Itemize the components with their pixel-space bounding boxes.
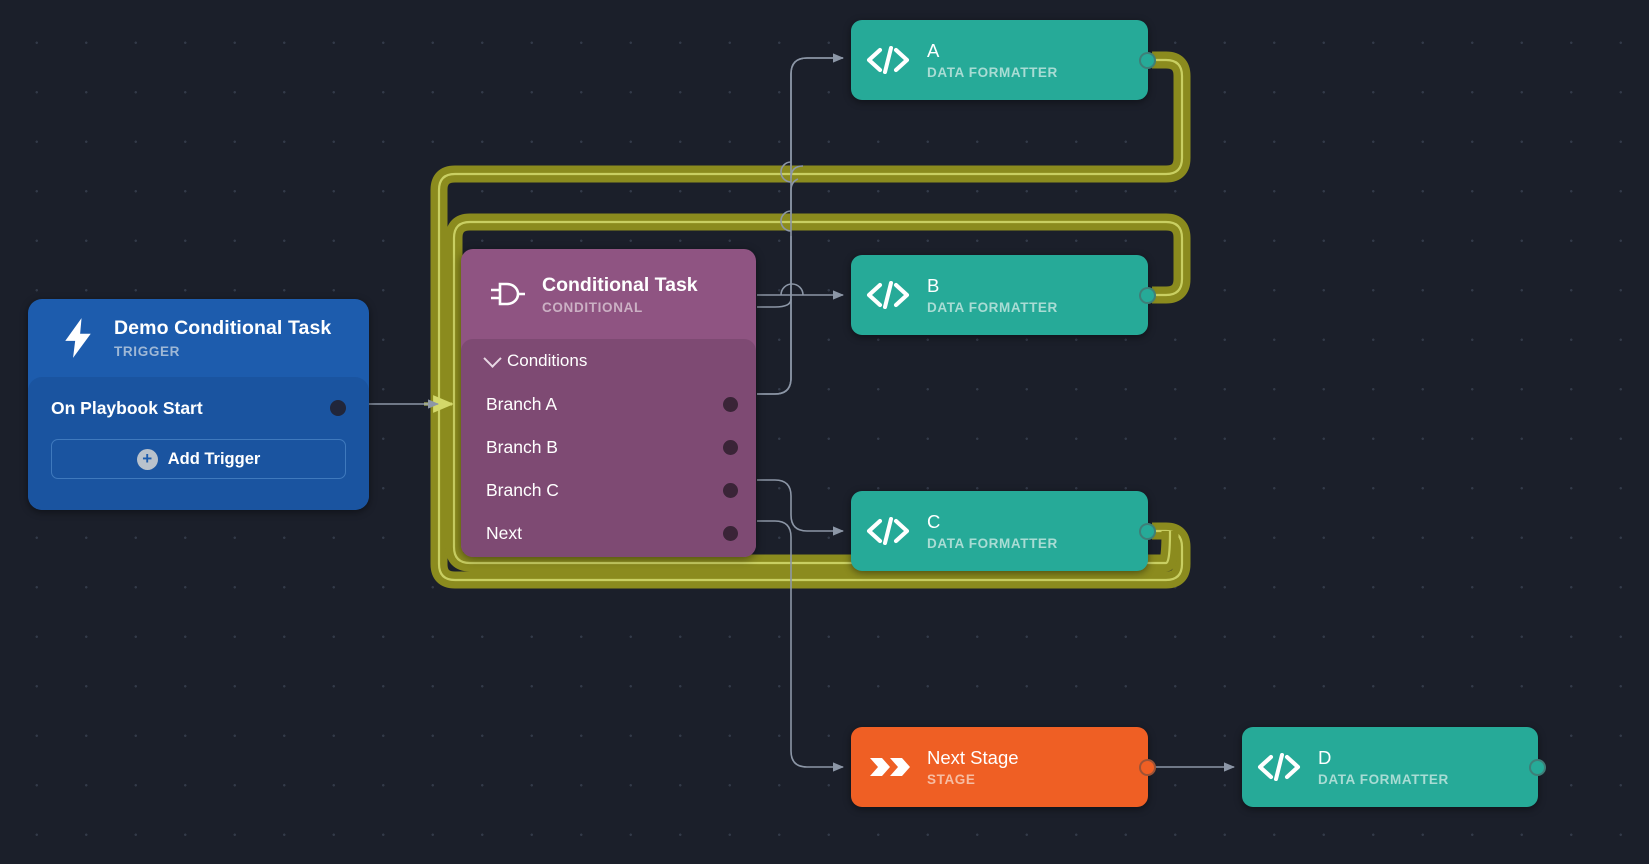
action-c-output-port[interactable]: [1139, 522, 1156, 540]
conditional-subtitle: CONDITIONAL: [542, 299, 643, 315]
branch-row-b[interactable]: Branch B: [486, 426, 738, 469]
action-d-title: D: [1318, 747, 1332, 768]
node-action-d[interactable]: D DATA FORMATTER: [1242, 727, 1546, 807]
code-brackets-icon: [851, 45, 925, 75]
branch-port-c[interactable]: [723, 483, 738, 498]
trigger-row-label: On Playbook Start: [51, 397, 203, 418]
trigger-title: Demo Conditional Task: [114, 316, 332, 339]
conditions-section-toggle[interactable]: Conditions: [483, 339, 738, 383]
branch-port-b[interactable]: [723, 440, 738, 455]
trigger-body: On Playbook Start + Add Trigger: [28, 377, 369, 510]
action-b-output-port[interactable]: [1139, 286, 1156, 304]
logic-gate-icon: [479, 279, 535, 309]
code-brackets-icon: [1242, 752, 1316, 782]
branch-label-next: Next: [486, 523, 522, 543]
trigger-row-on-playbook-start[interactable]: On Playbook Start: [51, 377, 346, 439]
edge-next-to-stage: [757, 520, 845, 772]
action-a-subtitle: DATA FORMATTER: [927, 65, 1058, 80]
conditional-body: Conditions Branch A Branch B Branch C Ne…: [461, 339, 756, 557]
trigger-output-port[interactable]: [330, 400, 346, 416]
lightning-bolt-icon: [50, 318, 106, 358]
branch-row-a[interactable]: Branch A: [486, 383, 738, 426]
conditional-header: Conditional Task CONDITIONAL: [461, 249, 756, 339]
code-brackets-icon: [851, 516, 925, 546]
branch-row-next[interactable]: Next: [486, 512, 738, 555]
trigger-subtitle: TRIGGER: [114, 343, 181, 359]
conditions-label: Conditions: [507, 351, 588, 370]
action-a-output-port[interactable]: [1139, 51, 1156, 69]
action-d-output-port[interactable]: [1529, 758, 1546, 776]
node-trigger[interactable]: Demo Conditional Task TRIGGER On Playboo…: [28, 299, 369, 510]
add-trigger-label: Add Trigger: [167, 449, 261, 468]
branch-label-b: Branch B: [486, 437, 558, 457]
plus-circle-icon: +: [136, 448, 158, 470]
action-c-subtitle: DATA FORMATTER: [927, 536, 1058, 551]
branch-row-c[interactable]: Branch C: [486, 469, 738, 512]
branch-port-next[interactable]: [723, 526, 738, 541]
node-conditional[interactable]: Conditional Task CONDITIONAL Conditions …: [461, 249, 756, 557]
conditional-title: Conditional Task: [542, 273, 698, 296]
node-action-a[interactable]: A DATA FORMATTER: [851, 20, 1156, 100]
branch-label-a: Branch A: [486, 394, 558, 414]
stage-output-port[interactable]: [1139, 758, 1156, 776]
double-chevron-icon: [851, 754, 925, 780]
chevron-down-icon: [483, 348, 502, 368]
node-action-b[interactable]: B DATA FORMATTER: [851, 255, 1156, 335]
add-trigger-button[interactable]: + Add Trigger: [51, 439, 346, 479]
stage-title: Next Stage: [927, 747, 1019, 768]
stage-subtitle: STAGE: [927, 772, 976, 787]
code-brackets-icon: [851, 280, 925, 310]
action-d-subtitle: DATA FORMATTER: [1318, 772, 1449, 787]
edge-branch-a: [757, 57, 843, 395]
action-b-subtitle: DATA FORMATTER: [927, 300, 1058, 315]
branch-port-a[interactable]: [723, 397, 738, 412]
action-a-title: A: [927, 40, 940, 61]
action-b-title: B: [927, 275, 940, 296]
trigger-header: Demo Conditional Task TRIGGER: [28, 299, 369, 377]
node-stage[interactable]: Next Stage STAGE: [851, 727, 1156, 807]
node-action-c[interactable]: C DATA FORMATTER: [851, 491, 1156, 571]
branch-label-c: Branch C: [486, 480, 559, 500]
edge-branch-c: [757, 479, 845, 536]
action-c-title: C: [927, 511, 941, 532]
